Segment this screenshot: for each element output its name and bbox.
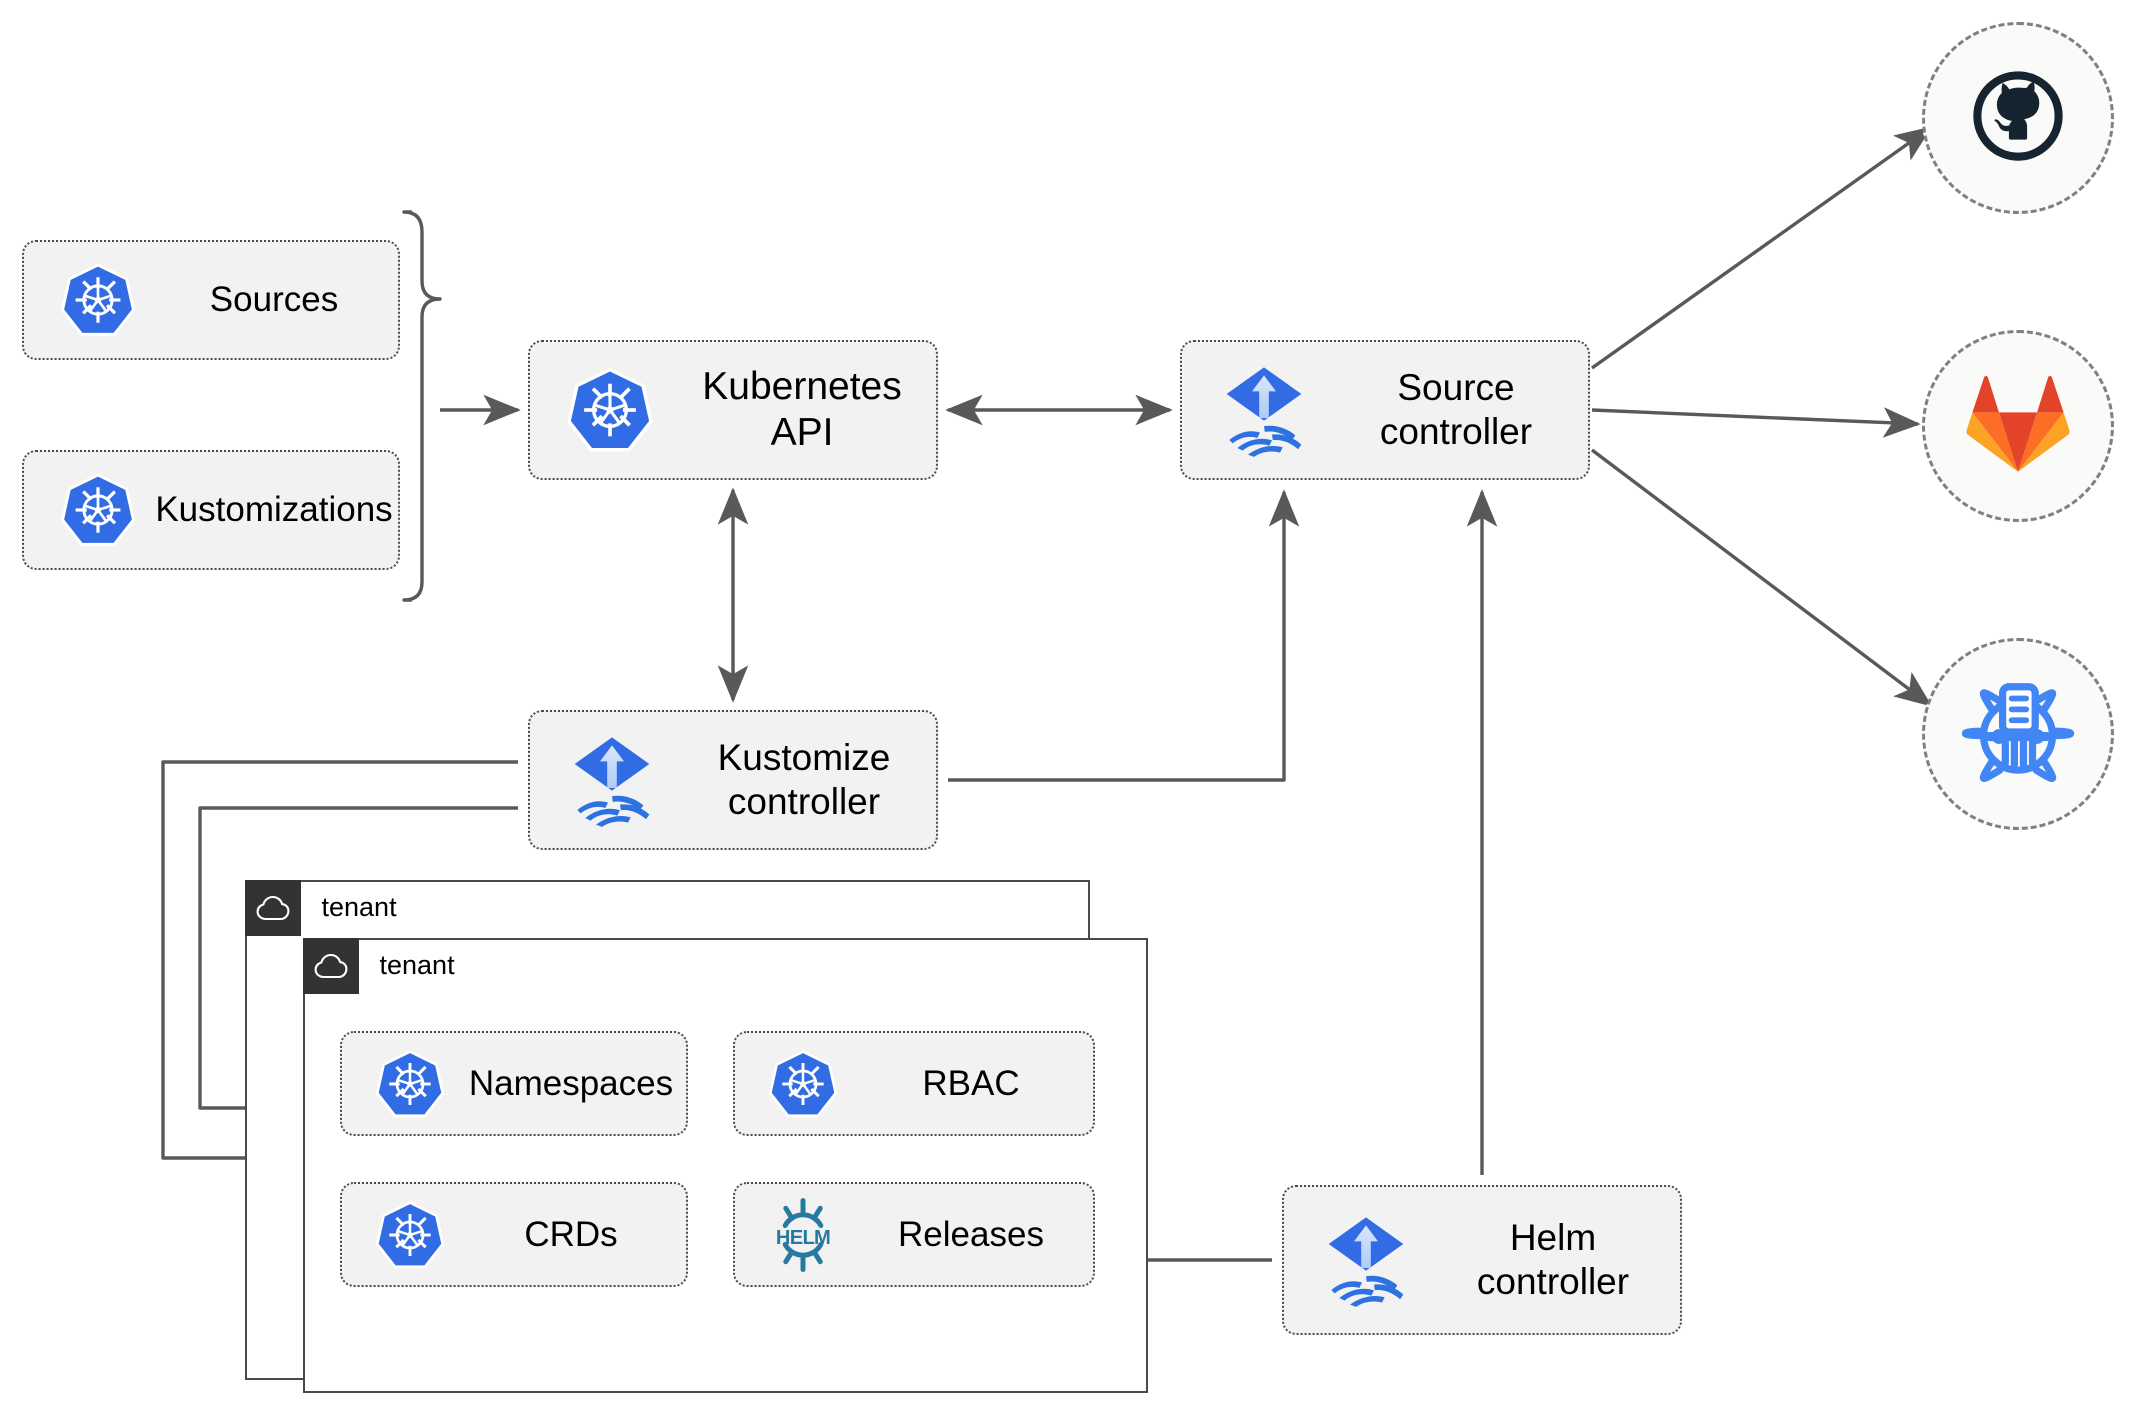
resource-namespaces-label: Namespaces [468,1063,674,1103]
flux-icon [1204,362,1324,458]
flux-icon [1306,1212,1426,1308]
tenant-header-back: tenant [244,879,397,936]
kubernetes-icon [364,1048,456,1120]
cloud-icon [244,879,301,936]
kubernetes-icon [364,1199,456,1271]
edge-kustctl-srcctl [948,489,1300,782]
node-source-controller[interactable]: Source controller [1180,340,1590,480]
kubernetes-icon [46,471,150,549]
resource-namespaces[interactable]: Namespaces [340,1031,688,1136]
card-kustomizations-label: Kustomizations [155,490,393,530]
node-kustomize-controller-label: Kustomize controller [717,737,891,822]
tenant-window-front[interactable]: tenant [302,937,1148,1393]
edge-srcctl-github [1591,126,1933,370]
provider-github[interactable] [1922,22,2114,214]
edge-inputs-bracket [402,210,442,602]
helm-icon: HELM [757,1197,849,1273]
card-sources-label: Sources [209,280,339,320]
tenant-header-front: tenant [302,937,455,994]
kubernetes-icon [552,365,668,455]
node-helm-controller[interactable]: Helm controller [1282,1185,1682,1335]
node-source-controller-label: Source controller [1379,367,1533,452]
card-sources[interactable]: Sources [22,240,400,360]
svg-text:HELM: HELM [776,1226,830,1248]
card-kustomizations[interactable]: Kustomizations [22,450,400,570]
edge-srcctl-gitlab [1591,407,1921,438]
cloud-icon [302,937,359,994]
provider-gitlab[interactable] [1922,330,2114,522]
resource-rbac[interactable]: RBAC [733,1031,1095,1136]
kubernetes-icon [757,1048,849,1120]
resource-releases-label: Releases [898,1214,1044,1254]
github-icon [1966,64,2070,173]
flux-icon [552,732,672,828]
edge-srcctl-bucket [1590,448,1933,707]
resource-rbac-label: RBAC [922,1063,1020,1103]
node-kubernetes-api-label: Kubernetes API [702,364,902,454]
node-helm-controller-label: Helm controller [1476,1217,1630,1302]
node-kubernetes-api[interactable]: Kubernetes API [528,340,938,480]
kubernetes-icon [46,261,150,339]
resource-releases[interactable]: HELM Releases [733,1182,1095,1287]
gitlab-icon [1965,374,2071,479]
resource-crds-label: CRDs [524,1214,618,1254]
resource-crds[interactable]: CRDs [340,1182,688,1287]
node-kustomize-controller[interactable]: Kustomize controller [528,710,938,850]
helm-repository-icon [1960,674,2076,795]
tenant-label-back: tenant [321,892,397,922]
tenant-label-front: tenant [379,950,455,980]
provider-helm-repository[interactable] [1922,638,2114,830]
